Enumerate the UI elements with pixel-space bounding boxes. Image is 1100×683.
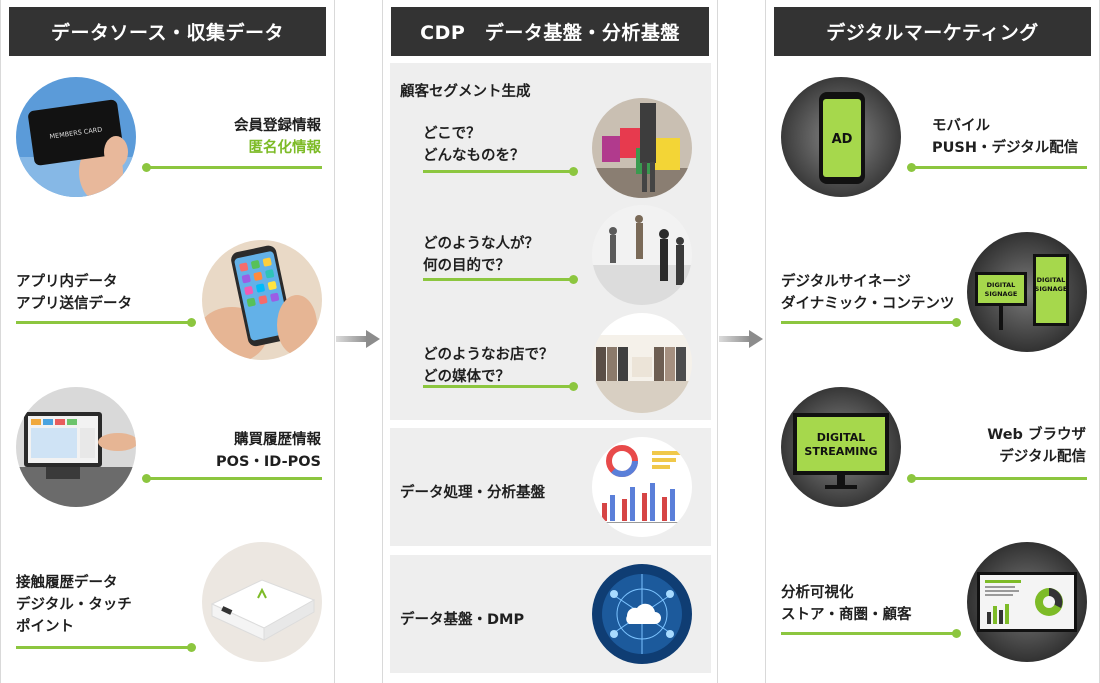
source-label-pos: 購買履歴情報 POS・ID-POS [216, 429, 321, 473]
connector-line [423, 385, 573, 388]
connector-dot [187, 318, 196, 327]
marketing-header: デジタルマーケティング [774, 7, 1091, 56]
segment-title: 顧客セグメント生成 [400, 84, 531, 100]
cdp-column: CDP データ基盤・分析基盤 顧客セグメント生成 どこで？ どんなものを？ [382, 0, 718, 683]
connector-line [423, 170, 573, 173]
web-line2: デジタル配信 [999, 449, 1086, 465]
marketing-label-web: Web ブラウザ デジタル配信 [987, 424, 1086, 468]
smartphone-app-image [202, 240, 322, 360]
flow-arrow-icon [719, 330, 763, 348]
source-label-app: アプリ内データ アプリ送信データ [16, 271, 132, 315]
digital-signage-image: DIGITAL SIGNAGE DIGITAL SIGNAGE [967, 232, 1087, 352]
connector-dot [952, 629, 961, 638]
signage-text-3: DIGITAL [1037, 276, 1066, 284]
source-pos-line1: 購買履歴情報 [234, 432, 321, 448]
connector-dot [952, 318, 961, 327]
marketing-label-signage: デジタルサイネージ ダイナミック・コンテンツ [781, 271, 954, 315]
marketing-label-mobile: モバイル PUSH・デジタル配信 [932, 115, 1078, 159]
connector-line [423, 278, 573, 281]
connector-dot [569, 275, 578, 284]
mobile-line1: モバイル [932, 118, 990, 134]
data-source-header: データソース・収集データ [9, 7, 326, 56]
analytics-line2: ストア・商圏・顧客 [781, 607, 912, 623]
source-label-touchpoint: 接触履歴データ デジタル・タッチ ポイント [16, 572, 132, 638]
segment-panel: 顧客セグメント生成 どこで？ どんなものを？ どのような人が？ 何の [390, 63, 711, 420]
people-walking-image [592, 205, 692, 305]
processing-title: データ処理・分析基盤 [400, 485, 545, 501]
signage-line2: ダイナミック・コンテンツ [781, 296, 955, 312]
source-member-line2: 匿名化情報 [248, 140, 322, 156]
connector-line [16, 321, 191, 324]
mobile-ad-image: AD [781, 77, 901, 197]
marketing-column: デジタルマーケティング AD モバイル PUSH・デジタル配信 DIGITAL … [765, 0, 1100, 683]
connector-line [146, 166, 322, 169]
connector-line [781, 632, 956, 635]
signage-text-2: SIGNAGE [985, 290, 1018, 298]
processing-panel: データ処理・分析基盤 [390, 428, 711, 546]
shopping-bags-image [592, 98, 692, 198]
connector-dot [569, 167, 578, 176]
dmp-panel: データ基盤・DMP [390, 555, 711, 673]
segment-label-store: どのようなお店で？ どの媒体で？ [423, 344, 554, 388]
segment-store-line1: どのようなお店で？ [423, 347, 554, 363]
connector-line [16, 646, 191, 649]
segment-who-line1: どのような人が？ [423, 236, 539, 252]
segment-label-who: どのような人が？ 何の目的で？ [423, 233, 539, 277]
segment-label-where: どこで？ どんなものを？ [423, 123, 525, 167]
connector-line [146, 477, 322, 480]
web-line1: Web ブラウザ [987, 427, 1086, 443]
streaming-text-1: DIGITAL [817, 431, 866, 444]
mobile-line2: PUSH・デジタル配信 [932, 140, 1079, 156]
connector-dot [569, 382, 578, 391]
store-interior-image [592, 313, 692, 413]
source-pos-line2: POS・ID-POS [215, 454, 321, 470]
connector-line [781, 321, 956, 324]
source-touch-line1: 接触履歴データ [16, 575, 118, 591]
members-card-image: MEMBERS CARD [16, 77, 136, 197]
cdp-header: CDP データ基盤・分析基盤 [391, 7, 709, 56]
beacon-device-image [202, 542, 322, 662]
marketing-label-analytics: 分析可視化 ストア・商圏・顧客 [781, 582, 912, 626]
signage-line1: デジタルサイネージ [781, 274, 911, 290]
analytics-dashboard-image [592, 437, 692, 537]
cloud-network-image [592, 564, 692, 664]
connector-dot [187, 643, 196, 652]
web-streaming-image: DIGITAL STREAMING [781, 387, 901, 507]
source-app-line1: アプリ内データ [16, 274, 118, 290]
analytics-line1: 分析可視化 [781, 585, 854, 601]
signage-text-1: DIGITAL [987, 281, 1016, 289]
source-label-member: 会員登録情報 匿名化情報 [234, 115, 321, 159]
dmp-title: データ基盤・DMP [400, 612, 525, 628]
source-touch-line2: デジタル・タッチ [16, 597, 132, 613]
signage-text-4: SIGNAGE [1035, 285, 1068, 293]
pos-terminal-image [16, 387, 136, 507]
segment-store-line2: どの媒体で？ [423, 369, 510, 385]
segment-where-line2: どんなものを？ [423, 148, 525, 164]
connector-line [911, 166, 1087, 169]
source-touch-line3: ポイント [16, 619, 74, 635]
segment-who-line2: 何の目的で？ [423, 258, 510, 274]
source-app-line2: アプリ送信データ [16, 296, 132, 312]
mobile-screen-text: AD [832, 132, 853, 147]
segment-where-line1: どこで？ [423, 126, 481, 142]
streaming-text-2: STREAMING [804, 445, 877, 458]
source-member-line1: 会員登録情報 [234, 118, 321, 134]
connector-line [911, 477, 1087, 480]
flow-arrow-icon [336, 330, 380, 348]
analytics-screen-image [967, 542, 1087, 662]
data-source-column: データソース・収集データ MEMBERS CARD 会員登録情報 匿名化情報 [0, 0, 335, 683]
